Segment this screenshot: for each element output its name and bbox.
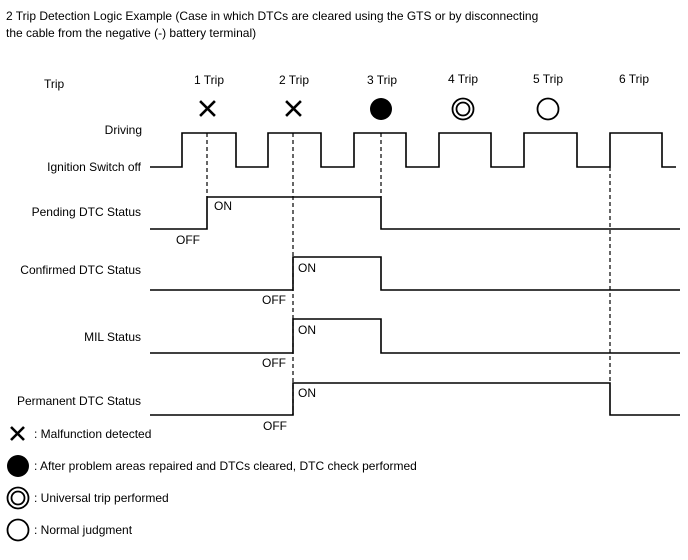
filled-circle-icon [7, 455, 29, 477]
row-label-driving: Driving [105, 123, 142, 137]
x-mark-icon [199, 100, 216, 117]
diagram-title: 2 Trip Detection Logic Example (Case in … [6, 8, 682, 42]
row-label-ignition-off: Ignition Switch off [47, 160, 141, 174]
confirmed-on-label: ON [298, 261, 316, 275]
driving-waveform [150, 132, 676, 168]
row-label-trip: Trip [44, 77, 65, 91]
legend-text-malfunction: : Malfunction detected [34, 427, 152, 441]
mil-on-label: ON [298, 323, 316, 337]
open-circle-icon [6, 518, 30, 542]
timing-diagram: Trip Driving Ignition Switch off Pending… [17, 72, 680, 416]
title-line-1: 2 Trip Detection Logic Example (Case in … [6, 9, 539, 23]
legend-item-normal-judgment: : Normal judgment [6, 518, 132, 542]
legend-text-universal-trip: : Universal trip performed [34, 491, 169, 505]
trip-label-2: 2 Trip [279, 73, 309, 87]
trip-label-3: 3 Trip [367, 73, 397, 87]
legend-text-normal-judgment: : Normal judgment [34, 523, 133, 537]
row-label-pending: Pending DTC Status [32, 205, 141, 219]
legend-text-dtc-check: : After problem areas repaired and DTCs … [34, 459, 417, 473]
row-label-confirmed: Confirmed DTC Status [20, 263, 141, 277]
title-line-2: the cable from the negative (-) battery … [6, 26, 257, 40]
open-circle-icon [536, 97, 560, 121]
legend-item-dtc-check: : After problem areas repaired and DTCs … [6, 454, 417, 478]
double-circle-icon [6, 486, 30, 510]
filled-circle-icon [370, 98, 392, 120]
pending-off-label: OFF [176, 233, 200, 247]
permanent-dtc-waveform [150, 382, 680, 416]
trip-label-1: 1 Trip [194, 73, 224, 87]
double-circle-icon [451, 97, 475, 121]
legend-item-universal-trip: : Universal trip performed [6, 486, 169, 510]
row-label-mil: MIL Status [84, 330, 141, 344]
mil-off-label: OFF [262, 356, 286, 370]
x-mark-icon [10, 426, 25, 441]
mil-status-waveform [150, 318, 680, 354]
trip-label-4: 4 Trip [448, 72, 478, 86]
permanent-on-label: ON [298, 386, 316, 400]
trip-label-6: 6 Trip [619, 72, 649, 86]
x-mark-icon [285, 100, 302, 117]
legend: : Malfunction detected : After problem a… [6, 420, 682, 555]
row-label-permanent: Permanent DTC Status [17, 394, 141, 408]
pending-on-label: ON [214, 199, 232, 213]
trip-marker-lines [206, 133, 611, 415]
confirmed-off-label: OFF [262, 293, 286, 307]
trip-label-5: 5 Trip [533, 72, 563, 86]
permanent-off-label: OFF [263, 419, 287, 433]
legend-item-malfunction: : Malfunction detected [6, 422, 151, 446]
pending-dtc-waveform [150, 196, 680, 230]
confirmed-dtc-waveform [150, 256, 680, 291]
